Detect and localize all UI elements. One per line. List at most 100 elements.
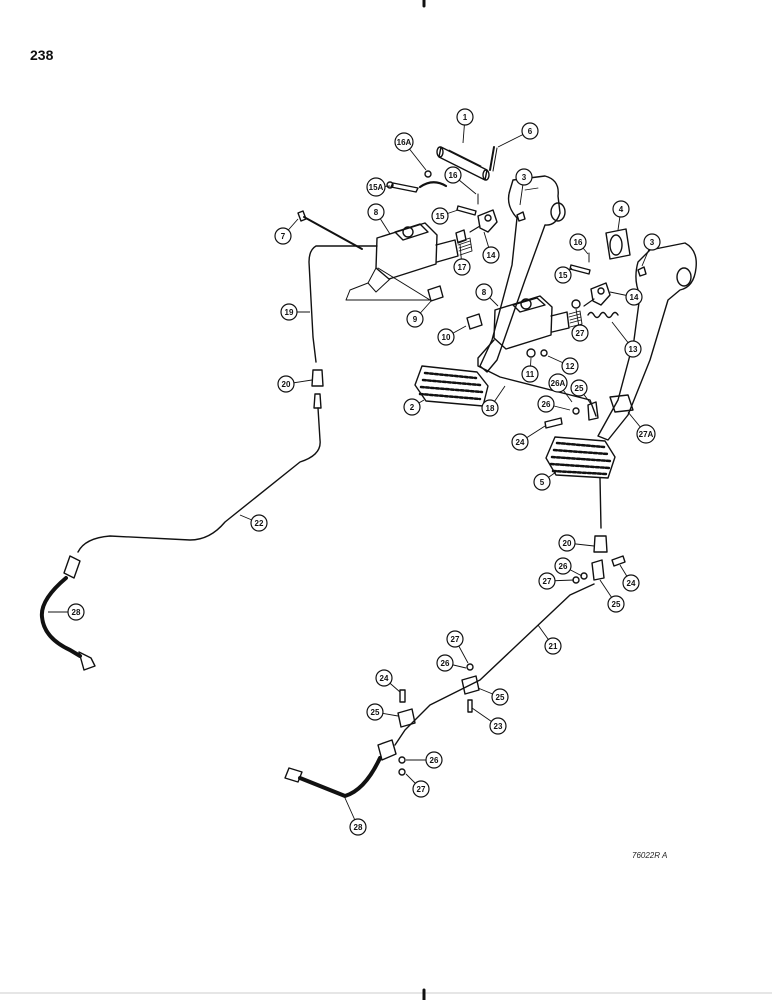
callout-c20b: 20 [558,534,595,552]
callout-label: 4 [619,205,624,214]
fitting-20-upper [311,369,324,387]
callout-label: 2 [410,403,415,412]
spacer-10 [466,313,483,330]
callout-c13: 13 [611,321,642,358]
callout-circle [425,751,443,769]
flex-hose-right [284,739,397,798]
callout-circle [367,203,385,221]
bolt-24-lower [399,689,406,703]
callout-label: 11 [526,370,535,379]
callout-label: 3 [650,238,655,247]
mounting-bolt [297,210,363,250]
master-cylinder-right [493,295,583,350]
callout-label: 16 [449,171,458,180]
tee-fitting-upper [587,401,599,421]
callout-c8a: 8 [367,203,391,235]
callout-circle [349,818,367,836]
callout-c26b: 26 [554,557,583,577]
callout-label: 24 [516,438,525,447]
callout-label: 23 [494,722,503,731]
callout-circle [481,399,499,417]
callout-label: 20 [563,539,572,548]
callout-label: 14 [487,251,496,260]
callout-label: 1 [463,113,468,122]
set-screw-right [637,266,647,277]
bolt-23 [467,699,473,713]
callout-circle [366,177,386,197]
callout-c26a: 26 [537,395,571,413]
right-pedal-pad [545,436,616,479]
callout-circle [548,373,568,393]
callout-circle [569,233,587,251]
clevis-pin-upper [456,205,477,216]
clevis-yoke-lower [583,282,611,307]
callout-c14a: 14 [482,231,500,264]
washer-12 [540,349,548,357]
callout-circle [521,122,539,140]
callout-circle [394,132,414,152]
callout-label: 12 [566,362,575,371]
callout-c10: 10 [437,325,467,346]
right-pedal-arm [597,242,697,441]
callout-c25d: 25 [366,703,399,721]
callout-c7: 7 [274,218,299,245]
callout-label: 25 [612,600,621,609]
callout-circle [624,340,642,358]
page-number: 238 [30,47,54,63]
callout-label: 3 [522,173,527,182]
callout-label: 21 [549,642,558,651]
callout-c27A: 27A [627,411,656,444]
callout-c26c: 26 [436,654,467,672]
left-pedal-pad [414,365,489,407]
master-cylinder-left [367,222,473,293]
callout-label: 25 [575,384,584,393]
callout-c8b: 8 [475,283,499,307]
callout-circle [607,595,625,613]
callout-label: 26A [551,379,566,388]
callout-label: 26 [430,756,439,765]
callout-c27c: 27 [446,630,469,664]
callout-label: 25 [371,708,380,717]
callout-c26d: 26 [406,751,443,769]
callout-label: 20 [282,380,291,389]
callout-label: 5 [540,478,545,487]
callout-circle [538,572,556,590]
callout-circle [475,283,493,301]
callout-circle [366,703,384,721]
callout-circle [403,398,421,416]
callout-label: 19 [285,308,294,317]
callout-label: 24 [380,674,389,683]
callout-label: 24 [627,579,636,588]
tube-clip-lower [397,708,416,728]
callout-c3a: 3 [515,168,533,206]
callout-label: 27 [451,635,460,644]
callout-label: 10 [442,333,451,342]
callout-c25c: 25 [477,687,509,706]
callout-c26A: 26A [548,373,573,403]
callout-circle [406,310,424,328]
callout-label: 27 [543,577,552,586]
callout-c24c: 24 [375,669,401,693]
clevis-yoke-upper [469,209,498,233]
brake-tube-21 [394,583,595,746]
callout-label: 6 [528,127,533,136]
jam-nut-27 [571,299,581,309]
callout-label: 26 [559,562,568,571]
callout-label: 9 [413,315,418,324]
callout-c24b: 24 [619,564,640,592]
callout-circle [277,375,295,393]
callout-label: 15 [559,271,568,280]
callout-c9: 9 [406,299,433,328]
callout-label: 27 [576,329,585,338]
callout-c28b: 28 [344,797,367,836]
callout-c27d: 27 [405,773,430,798]
callout-c5: 5 [533,471,557,491]
nut-11 [526,348,536,358]
fitting-20-lower [593,535,608,553]
brake-tube-22 [77,407,321,553]
callout-c16a: 16 [444,166,477,195]
callout-c12: 12 [547,355,579,375]
callout-c24a: 24 [511,425,546,451]
